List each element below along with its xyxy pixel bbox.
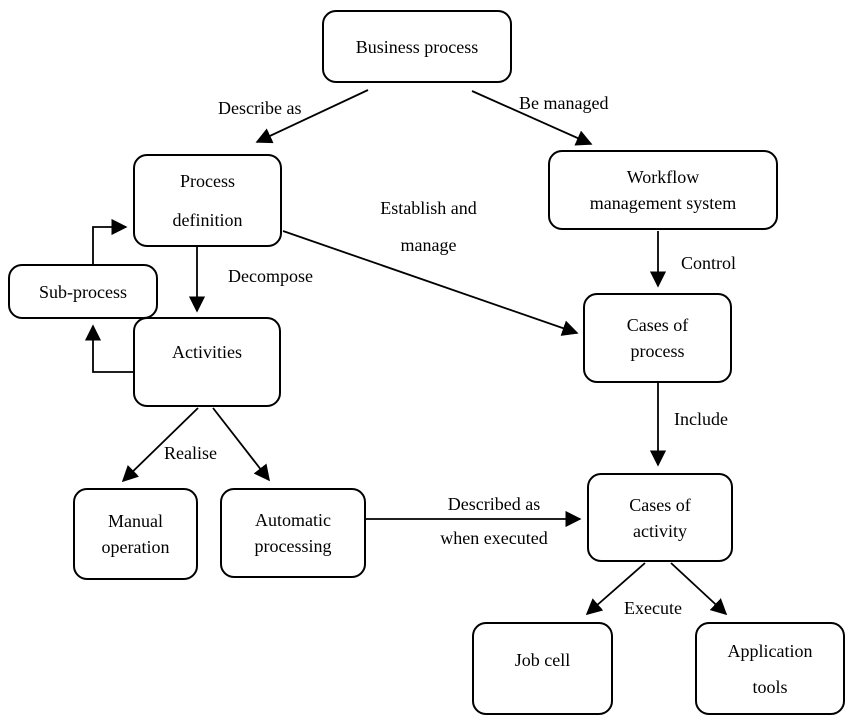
edge-execute-left — [585, 562, 646, 616]
edge-label-describe-as: Describe as — [218, 98, 302, 118]
node-activities: Activities — [133, 317, 281, 407]
edge-be-managed — [471, 90, 593, 146]
edge-label-control: Control — [681, 253, 737, 273]
node-cases-of-process: Cases of process — [583, 293, 732, 383]
edge-label-be-managed: Be managed — [519, 93, 609, 113]
edge-realise-right — [212, 407, 270, 482]
node-automatic-processing: Automatic processing — [220, 488, 366, 578]
edge-label-realise: Realise — [164, 443, 217, 463]
node-business-process: Business process — [322, 10, 512, 83]
node-manual-operation: Manual operation — [73, 488, 198, 580]
node-application-tools: Application tools — [695, 622, 845, 715]
node-workflow-management-system: Workflow management system — [548, 150, 778, 230]
edge-establish-and-manage — [282, 230, 579, 336]
edge-execute-right — [670, 562, 728, 616]
edge-label-include: Include — [674, 409, 728, 429]
node-cases-of-activity: Cases of activity — [587, 473, 733, 562]
edge-label-decompose: Decompose — [228, 266, 313, 286]
node-job-cell: Job cell — [472, 622, 613, 715]
edge-realise-left — [121, 407, 199, 483]
edge-label-establish-and-manage: Establish and manage — [380, 198, 477, 255]
edge-describe-as — [255, 89, 369, 144]
node-sub-process: Sub-process — [8, 264, 158, 319]
edge-label-execute: Execute — [624, 598, 682, 618]
edge-sub-process-to-process-definition — [92, 218, 128, 264]
node-process-definition: Process definition — [133, 154, 282, 247]
edge-label-described-as-when-executed: Described as when executed — [440, 494, 548, 548]
edge-activities-to-sub-process — [84, 324, 134, 373]
